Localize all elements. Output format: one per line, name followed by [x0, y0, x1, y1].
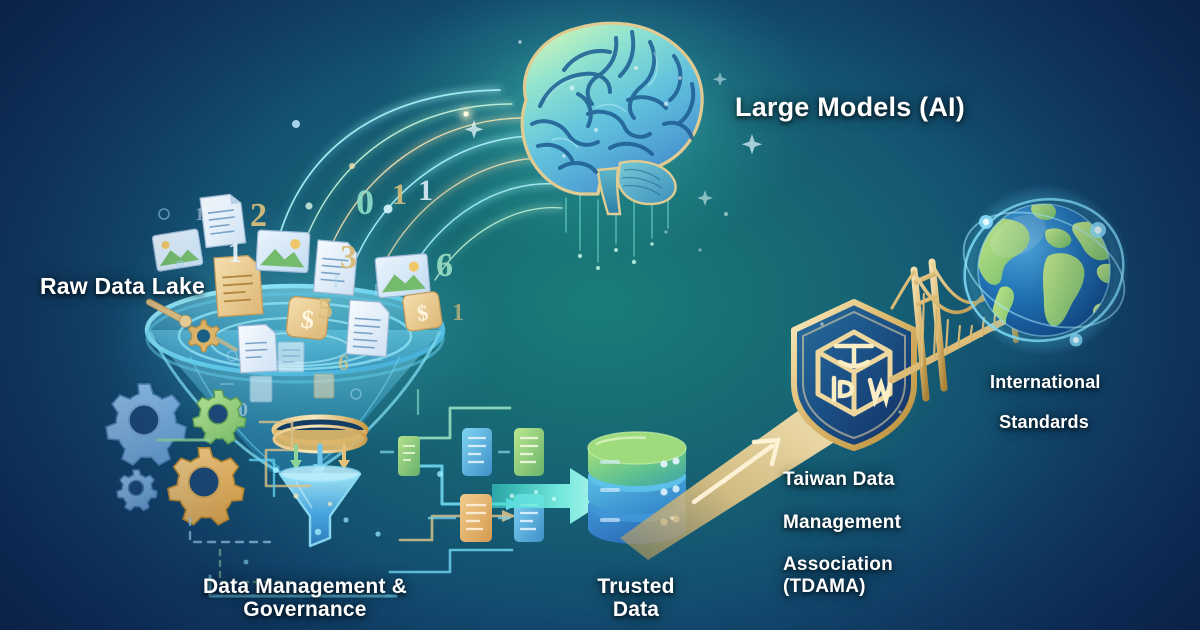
validated-data-cards — [380, 428, 544, 542]
svg-text:3: 3 — [340, 239, 357, 276]
svg-text:2: 2 — [250, 197, 267, 234]
label-international-standards: International Standards — [990, 352, 1101, 433]
label-tdama: Taiwan Data Management Association (TDAM… — [783, 448, 973, 597]
label-tdama-line2: Management — [783, 511, 902, 533]
label-data-governance: Data Management & Governance (DMBoK Stan… — [155, 551, 455, 630]
label-tdama-line3: Association (TDAMA) — [783, 554, 893, 597]
svg-text:6: 6 — [338, 350, 349, 375]
funnel-inner-stream: 6 0 — [214, 336, 382, 421]
label-international-line2: Standards — [999, 412, 1089, 433]
floating-data-tokens: $ $ 2 1 0 1 — [145, 174, 464, 374]
svg-text:1: 1 — [418, 174, 433, 207]
governance-gears — [105, 383, 247, 526]
label-tdama-line1: Taiwan Data — [783, 469, 895, 491]
svg-text:1: 1 — [392, 178, 407, 211]
svg-text:$: $ — [300, 304, 316, 334]
svg-text:0: 0 — [238, 399, 248, 421]
svg-text:6: 6 — [436, 247, 453, 284]
gold-transfer-band — [620, 398, 844, 560]
svg-text:1: 1 — [228, 238, 242, 269]
label-raw-data-lake: Raw Data Lake — [40, 273, 205, 299]
brain-illustration — [520, 21, 704, 216]
svg-text:$: $ — [415, 300, 429, 326]
tdama-shield-logo — [780, 299, 928, 451]
international-standards-globe — [958, 184, 1130, 356]
svg-text:1: 1 — [452, 300, 464, 326]
quality-check-funnel — [271, 414, 369, 548]
label-large-models-ai: Large Models (AI) — [735, 92, 965, 122]
label-trusted-warehouse-line1: Trusted Data — [597, 574, 675, 622]
trusted-data-warehouse-database — [587, 431, 687, 544]
flow-arrow-to-warehouse — [492, 468, 614, 524]
label-trusted-data-warehouse: Trusted Data Warehouse — [578, 551, 694, 630]
svg-text:0: 0 — [356, 182, 374, 222]
label-data-governance-line1: Data Management & Governance — [202, 574, 408, 622]
svg-text:5: 5 — [318, 292, 333, 325]
svg-text:1: 1 — [195, 204, 204, 224]
label-international-line1: International — [990, 372, 1101, 393]
